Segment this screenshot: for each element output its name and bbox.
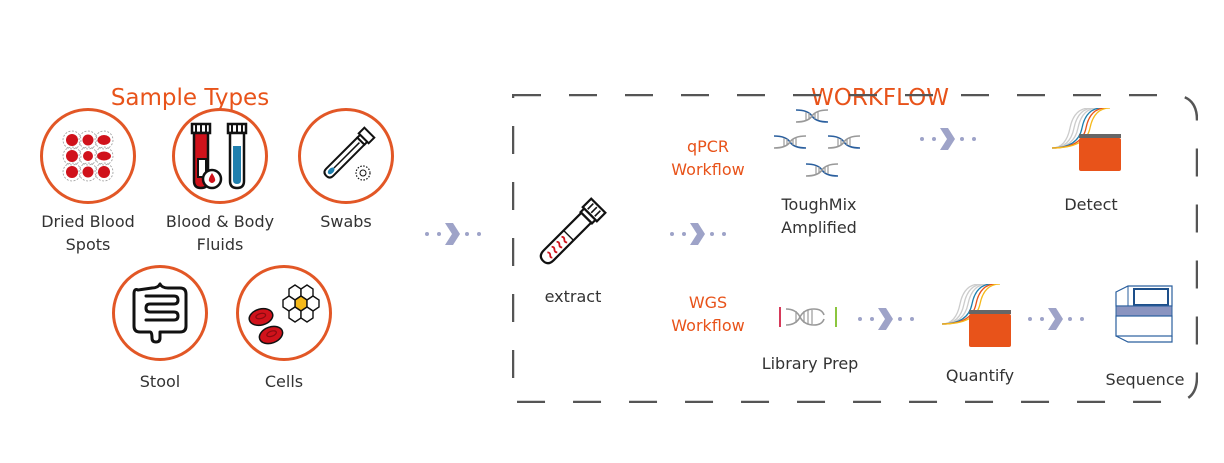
label-line: ToughMix <box>781 195 857 214</box>
blood-body-fluids-label: Blood & Body Fluids <box>150 210 290 256</box>
cells-label: Cells <box>236 370 332 393</box>
toughmix-amplified-label: ToughMix Amplified <box>766 193 872 239</box>
stool-circle <box>112 265 208 361</box>
arrow-amplified-to-detect <box>920 128 976 150</box>
arrow-library-to-quantify <box>858 308 914 330</box>
arrow-extract-to-amplified <box>670 223 726 245</box>
blood-body-fluids-circle <box>172 108 268 204</box>
sample-types-title: Sample Types <box>110 85 270 111</box>
library-prep-label: Library Prep <box>761 354 859 373</box>
label-line: WGS <box>688 293 728 312</box>
label-line: Amplified <box>781 218 857 237</box>
label-line: Dried Blood <box>41 212 135 231</box>
cells-icon <box>248 284 320 345</box>
label-line: qPCR <box>686 137 730 156</box>
workflow-frame <box>512 94 1198 403</box>
dna-cluster-icon <box>773 109 861 177</box>
label-line: Swabs <box>320 212 372 231</box>
blood-tubes-icon <box>190 122 248 190</box>
extract-tube-icon <box>539 197 607 265</box>
wgs-workflow-label: WGS Workflow <box>656 291 760 337</box>
label-line: Spots <box>65 235 111 254</box>
arrow-samples-to-workflow <box>425 223 481 245</box>
dried-blood-spots-label: Dried Blood Spots <box>20 210 156 256</box>
swab-icon <box>323 126 376 181</box>
label-line: Cells <box>264 372 304 391</box>
label-line: Stool <box>139 372 181 391</box>
quantify-amplification-icon <box>942 284 1011 347</box>
sequence-label: Sequence <box>1105 370 1185 389</box>
workflow-title: WORKFLOW <box>811 85 949 111</box>
intestine-icon <box>132 282 188 344</box>
label-line: Fluids <box>196 235 244 254</box>
quantify-label: Quantify <box>945 366 1015 385</box>
extract-label: extract <box>544 287 602 306</box>
detect-label: Detect <box>1064 195 1118 214</box>
detect-amplification-icon <box>1052 108 1121 171</box>
swabs-circle <box>298 108 394 204</box>
dna-library-icon <box>779 307 837 327</box>
qpcr-workflow-label: qPCR Workflow <box>656 135 760 181</box>
cells-circle <box>236 265 332 361</box>
swabs-label: Swabs <box>290 210 402 233</box>
sequencer-icon <box>1115 285 1173 343</box>
dried-blood-spots-circle <box>40 108 136 204</box>
arrow-quantify-to-sequence <box>1028 308 1084 330</box>
label-line: Blood & Body <box>165 212 275 231</box>
label-line: Workflow <box>671 316 745 335</box>
dried-blood-spots-icon <box>62 130 114 182</box>
label-line: Workflow <box>671 160 745 179</box>
stool-label: Stool <box>112 370 208 393</box>
